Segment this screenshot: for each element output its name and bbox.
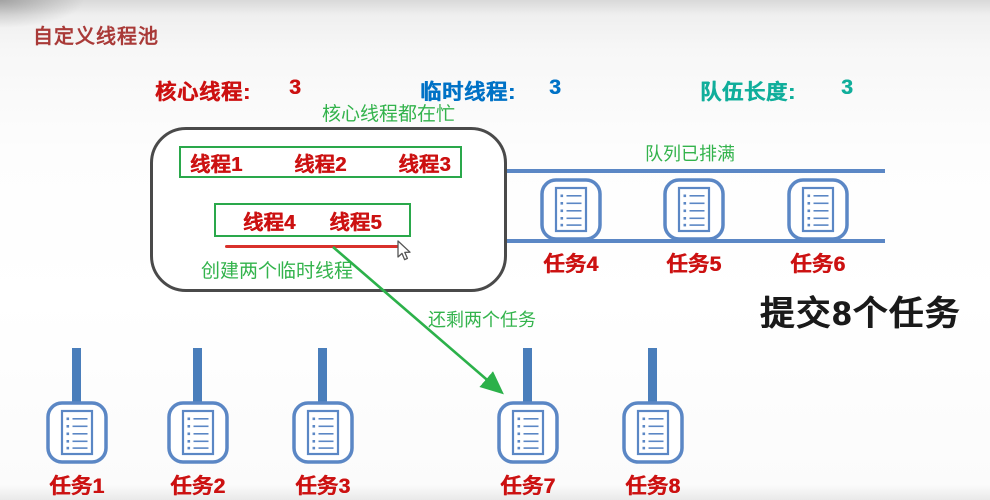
task-label: 任务2	[170, 475, 226, 498]
temp-threads-stat-value: 3	[549, 76, 562, 99]
task-stem	[523, 348, 532, 404]
thread-label: 线程2	[294, 153, 347, 176]
thread-label: 线程1	[190, 153, 243, 176]
submit-tasks-text: 提交8个任务	[760, 295, 961, 333]
note-queue-full: 队列已排满	[645, 144, 735, 164]
queue-top-line	[505, 169, 885, 173]
task-list-icon	[167, 401, 229, 464]
task-list-icon	[292, 401, 354, 464]
task-label: 任务6	[790, 253, 846, 276]
note-tasks-remaining: 还剩两个任务	[428, 310, 536, 330]
queue-bottom-line	[505, 239, 885, 243]
task-stem	[193, 348, 202, 404]
task-stem	[72, 348, 81, 404]
queue-length-stat-value: 3	[841, 76, 854, 99]
thread-pool-box: 线程1 线程2 线程3 线程4 线程5	[150, 127, 507, 292]
task-label: 任务8	[625, 475, 681, 498]
task-label: 任务3	[295, 475, 351, 498]
task-list-icon	[497, 401, 559, 464]
task-list-icon	[46, 401, 108, 464]
queue-length-stat-label: 队伍长度:	[700, 81, 796, 104]
task-stem	[318, 348, 327, 404]
task-list-icon	[787, 178, 849, 241]
temp-threads-box: 线程4 线程5	[214, 203, 411, 237]
note-core-threads-busy: 核心线程都在忙	[322, 104, 456, 125]
thread-label: 线程5	[329, 211, 382, 234]
thread-label: 线程4	[243, 211, 296, 234]
core-threads-stat-label: 核心线程:	[155, 81, 251, 104]
core-threads-box: 线程1 线程2 线程3	[179, 146, 462, 178]
task-list-icon	[663, 178, 725, 241]
note-create-temp-threads: 创建两个临时线程	[201, 261, 354, 282]
task-list-icon	[622, 401, 684, 464]
task-label: 任务5	[666, 253, 722, 276]
thread-label: 线程3	[398, 153, 451, 176]
task-label: 任务7	[500, 475, 556, 498]
task-label: 任务1	[49, 475, 105, 498]
page-title: 自定义线程池	[33, 26, 159, 48]
task-list-icon	[540, 178, 602, 241]
temp-threads-stat-label: 临时线程:	[420, 81, 516, 104]
task-label: 任务4	[543, 253, 599, 276]
temp-threads-underline	[225, 245, 403, 248]
core-threads-stat-value: 3	[289, 76, 302, 99]
task-stem	[648, 348, 657, 404]
